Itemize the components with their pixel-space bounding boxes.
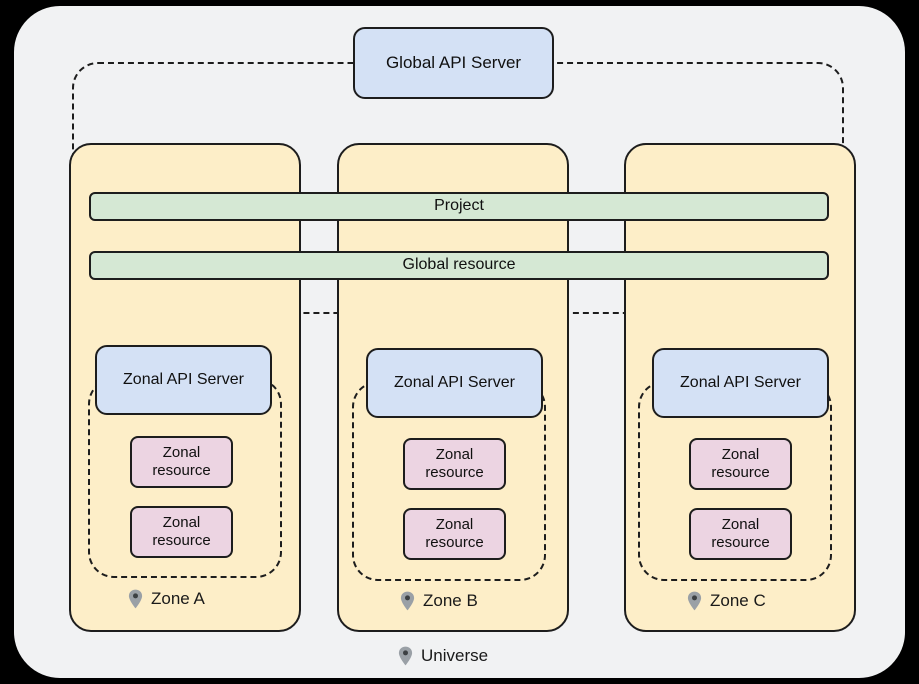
global-bar-global-resource-label: Global resource bbox=[402, 256, 516, 274]
zone-c-zonal-resource-2[interactable]: Zonal resource bbox=[689, 508, 792, 560]
zone-b-zonal-api-server[interactable]: Zonal API Server bbox=[366, 348, 543, 418]
zone-c-zonal-resource-1-label: Zonal resource bbox=[711, 446, 770, 481]
zone-a-label: Zone A bbox=[128, 589, 205, 609]
zone-c-label: Zone C bbox=[687, 591, 766, 611]
zone-c-label-text: Zone C bbox=[710, 591, 766, 610]
zone-b-label-text: Zone B bbox=[423, 591, 478, 610]
zone-b-zonal-resource-1[interactable]: Zonal resource bbox=[403, 438, 506, 490]
global-api-server-node[interactable]: Global API Server bbox=[353, 27, 554, 99]
zone-c-zonal-resource-2-label: Zonal resource bbox=[711, 516, 770, 551]
zone-a-zonal-api-server[interactable]: Zonal API Server bbox=[95, 345, 272, 415]
zone-b-zonal-resource-1-label: Zonal resource bbox=[425, 446, 484, 481]
universe-label: Universe bbox=[398, 646, 488, 666]
zone-a-zonal-resource-1[interactable]: Zonal resource bbox=[130, 436, 233, 488]
global-bar-global-resource[interactable]: Global resource bbox=[89, 251, 829, 280]
global-bar-project[interactable]: Project bbox=[89, 192, 829, 221]
zone-a-zonal-resource-2[interactable]: Zonal resource bbox=[130, 506, 233, 558]
zone-c-zonal-api-server[interactable]: Zonal API Server bbox=[652, 348, 829, 418]
zone-a-zonal-api-server-label: Zonal API Server bbox=[123, 370, 244, 388]
map-pin-icon bbox=[398, 646, 413, 666]
global-bar-project-label: Project bbox=[434, 197, 484, 215]
zone-b-zonal-resource-2[interactable]: Zonal resource bbox=[403, 508, 506, 560]
zone-a-label-text: Zone A bbox=[151, 589, 205, 608]
zone-a-zonal-resource-2-label: Zonal resource bbox=[152, 514, 211, 549]
zone-c-zonal-resource-1[interactable]: Zonal resource bbox=[689, 438, 792, 490]
universe-label-text: Universe bbox=[421, 646, 489, 665]
zone-b-label: Zone B bbox=[400, 591, 478, 611]
map-pin-icon bbox=[687, 591, 702, 611]
global-api-server-label: Global API Server bbox=[385, 52, 522, 72]
map-pin-icon bbox=[128, 589, 143, 609]
zone-a-zonal-resource-1-label: Zonal resource bbox=[152, 444, 211, 479]
zone-b-zonal-resource-2-label: Zonal resource bbox=[425, 516, 484, 551]
map-pin-icon bbox=[400, 591, 415, 611]
zone-c-zonal-api-server-label: Zonal API Server bbox=[680, 373, 801, 391]
zone-b-zonal-api-server-label: Zonal API Server bbox=[394, 373, 515, 391]
